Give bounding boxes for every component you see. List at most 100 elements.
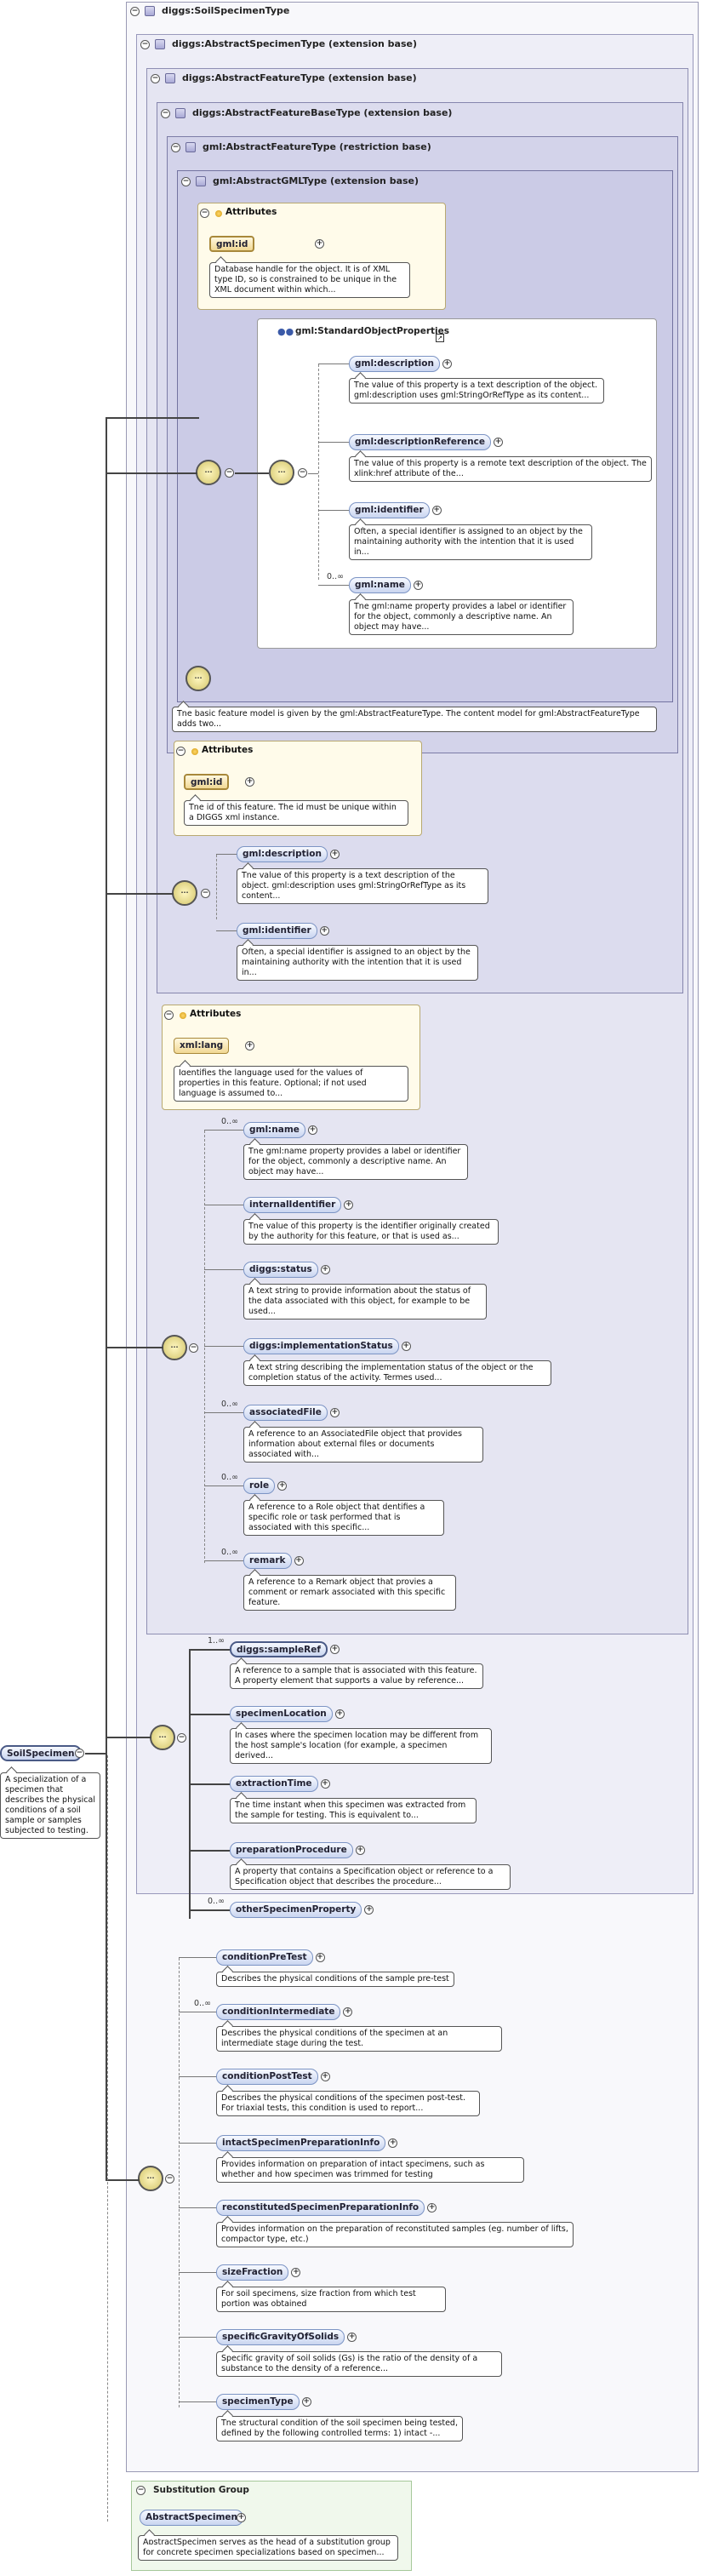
expand-toggle[interactable]: + bbox=[320, 1265, 330, 1274]
connector bbox=[106, 893, 174, 895]
expand-toggle[interactable]: + bbox=[442, 359, 452, 369]
collapse-toggle[interactable]: − bbox=[189, 1343, 198, 1353]
expand-toggle[interactable]: + bbox=[245, 1041, 254, 1050]
element-node[interactable]: gml:description bbox=[237, 846, 328, 862]
expand-toggle[interactable]: + bbox=[319, 926, 329, 936]
expand-toggle[interactable]: + bbox=[413, 581, 423, 590]
collapse-toggle[interactable]: − bbox=[225, 468, 234, 478]
expand-toggle[interactable]: + bbox=[301, 2397, 311, 2407]
complex-type-icon bbox=[155, 39, 165, 49]
attr-xml-lang[interactable]: xml:lang bbox=[174, 1038, 230, 1054]
expand-toggle[interactable]: + bbox=[237, 2513, 246, 2522]
sequence-compositor-icon: ··· bbox=[185, 666, 211, 691]
attributes-label: Attributes bbox=[202, 745, 254, 755]
expand-toggle[interactable]: + bbox=[493, 438, 503, 447]
element-desc: Provides information on preparation of i… bbox=[216, 2157, 524, 2183]
sequence-compositor-icon: ··· bbox=[150, 1725, 175, 1750]
collapse-toggle[interactable]: − bbox=[201, 889, 210, 898]
connector bbox=[308, 473, 318, 474]
collapse-toggle[interactable]: − bbox=[161, 109, 170, 118]
link-icon[interactable]: ↗ bbox=[436, 334, 444, 342]
expand-toggle[interactable]: + bbox=[291, 2268, 301, 2277]
element-node[interactable]: preparationProcedure bbox=[230, 1842, 353, 1858]
expand-toggle[interactable]: + bbox=[344, 1200, 354, 1210]
collapse-toggle[interactable]: − bbox=[177, 1733, 186, 1743]
collapse-toggle[interactable]: − bbox=[298, 468, 307, 478]
expand-toggle[interactable]: + bbox=[329, 850, 340, 859]
element-node[interactable]: associatedFile bbox=[243, 1405, 328, 1421]
collapse-toggle[interactable]: − bbox=[151, 74, 160, 83]
expand-toggle[interactable]: + bbox=[431, 506, 442, 515]
element-node[interactable]: specimenType bbox=[216, 2394, 300, 2410]
element-node[interactable]: intactSpecimenPreparationInfo bbox=[216, 2135, 386, 2151]
element-node[interactable]: gml:description bbox=[349, 356, 440, 372]
expand-toggle[interactable]: + bbox=[343, 2007, 353, 2017]
collapse-toggle[interactable]: − bbox=[176, 747, 185, 756]
element-node[interactable]: conditionPostTest bbox=[216, 2069, 318, 2085]
element-node[interactable]: reconstitutedSpecimenPreparationInfo bbox=[216, 2200, 425, 2216]
collapse-toggle[interactable]: − bbox=[136, 2486, 146, 2495]
collapse-toggle[interactable]: − bbox=[130, 7, 140, 16]
substitution-element[interactable]: AbstractSpecimen bbox=[140, 2510, 243, 2526]
connector bbox=[106, 417, 107, 2181]
collapse-toggle[interactable]: − bbox=[200, 209, 209, 218]
collapse-toggle[interactable]: − bbox=[165, 2174, 174, 2184]
expand-toggle[interactable]: + bbox=[401, 1342, 411, 1351]
sequence-compositor-icon: ··· bbox=[196, 460, 221, 485]
collapse-toggle[interactable]: − bbox=[181, 177, 191, 186]
group-title: gml:StandardObjectProperties bbox=[295, 326, 449, 336]
complex-type-icon bbox=[196, 176, 206, 186]
element-node[interactable]: extractionTime bbox=[230, 1776, 318, 1792]
expand-toggle[interactable]: + bbox=[315, 239, 324, 249]
element-node[interactable]: internalIdentifier bbox=[243, 1197, 342, 1213]
expand-toggle[interactable]: + bbox=[315, 1953, 325, 1962]
element-desc: Provides information on the preparation … bbox=[216, 2222, 574, 2247]
element-node[interactable]: conditionPreTest bbox=[216, 1949, 313, 1966]
expand-toggle[interactable]: + bbox=[307, 1125, 317, 1135]
collapse-toggle[interactable]: − bbox=[140, 40, 150, 49]
sequence-compositor-icon: ··· bbox=[269, 460, 294, 485]
expand-toggle[interactable]: + bbox=[329, 1408, 340, 1417]
collapse-toggle[interactable]: − bbox=[164, 1010, 174, 1020]
expand-toggle[interactable]: + bbox=[294, 1556, 304, 1566]
expand-toggle[interactable]: + bbox=[364, 1905, 374, 1915]
element-name: diggs:sampleRef bbox=[237, 1645, 321, 1655]
attr-gml-id[interactable]: gml:id bbox=[184, 774, 230, 790]
expand-toggle[interactable]: + bbox=[427, 2203, 437, 2212]
complex-type-icon bbox=[175, 108, 185, 118]
expand-toggle[interactable]: + bbox=[329, 1645, 340, 1654]
root-element-soil-specimen[interactable]: SoilSpecimen bbox=[0, 1745, 82, 1761]
element-node[interactable]: diggs:status bbox=[243, 1262, 318, 1278]
element-node[interactable]: gml:identifier bbox=[349, 502, 430, 518]
expand-toggle[interactable]: + bbox=[245, 777, 254, 787]
element-name: internalIdentifier bbox=[249, 1199, 336, 1210]
element-node[interactable]: otherSpecimenProperty bbox=[230, 1902, 362, 1918]
feature-type-desc: The basic feature model is given by the … bbox=[172, 707, 657, 732]
element-node[interactable]: specimenLocation bbox=[230, 1706, 333, 1722]
element-node[interactable]: sizeFraction bbox=[216, 2264, 289, 2281]
attr-name: gml:id bbox=[191, 777, 223, 787]
substitution-group-title: Substitution Group bbox=[153, 2485, 249, 2495]
element-name: role bbox=[249, 1480, 270, 1491]
collapse-toggle[interactable]: − bbox=[75, 1749, 84, 1758]
element-node[interactable]: gml:name bbox=[349, 577, 411, 593]
element-node[interactable]: remark bbox=[243, 1553, 292, 1569]
expand-toggle[interactable]: + bbox=[334, 1709, 345, 1719]
expand-toggle[interactable]: + bbox=[388, 2138, 398, 2148]
expand-toggle[interactable]: + bbox=[355, 1846, 365, 1855]
element-node[interactable]: conditionIntermediate bbox=[216, 2004, 341, 2020]
connector bbox=[179, 2076, 216, 2077]
attr-gml-id[interactable]: gml:id bbox=[209, 236, 255, 252]
expand-toggle[interactable]: + bbox=[347, 2333, 357, 2342]
collapse-toggle[interactable]: − bbox=[171, 143, 180, 152]
element-node[interactable]: gml:name bbox=[243, 1122, 305, 1138]
expand-toggle[interactable]: + bbox=[277, 1481, 288, 1491]
expand-toggle[interactable]: + bbox=[320, 2072, 330, 2081]
element-node[interactable]: role bbox=[243, 1478, 276, 1494]
expand-toggle[interactable]: + bbox=[320, 1779, 330, 1789]
element-node[interactable]: gml:descriptionReference bbox=[349, 434, 491, 450]
element-node[interactable]: specificGravityOfSolids bbox=[216, 2329, 345, 2345]
element-node[interactable]: diggs:implementationStatus bbox=[243, 1338, 399, 1354]
element-node[interactable]: gml:identifier bbox=[237, 923, 317, 939]
element-node[interactable]: diggs:sampleRef bbox=[230, 1641, 328, 1657]
